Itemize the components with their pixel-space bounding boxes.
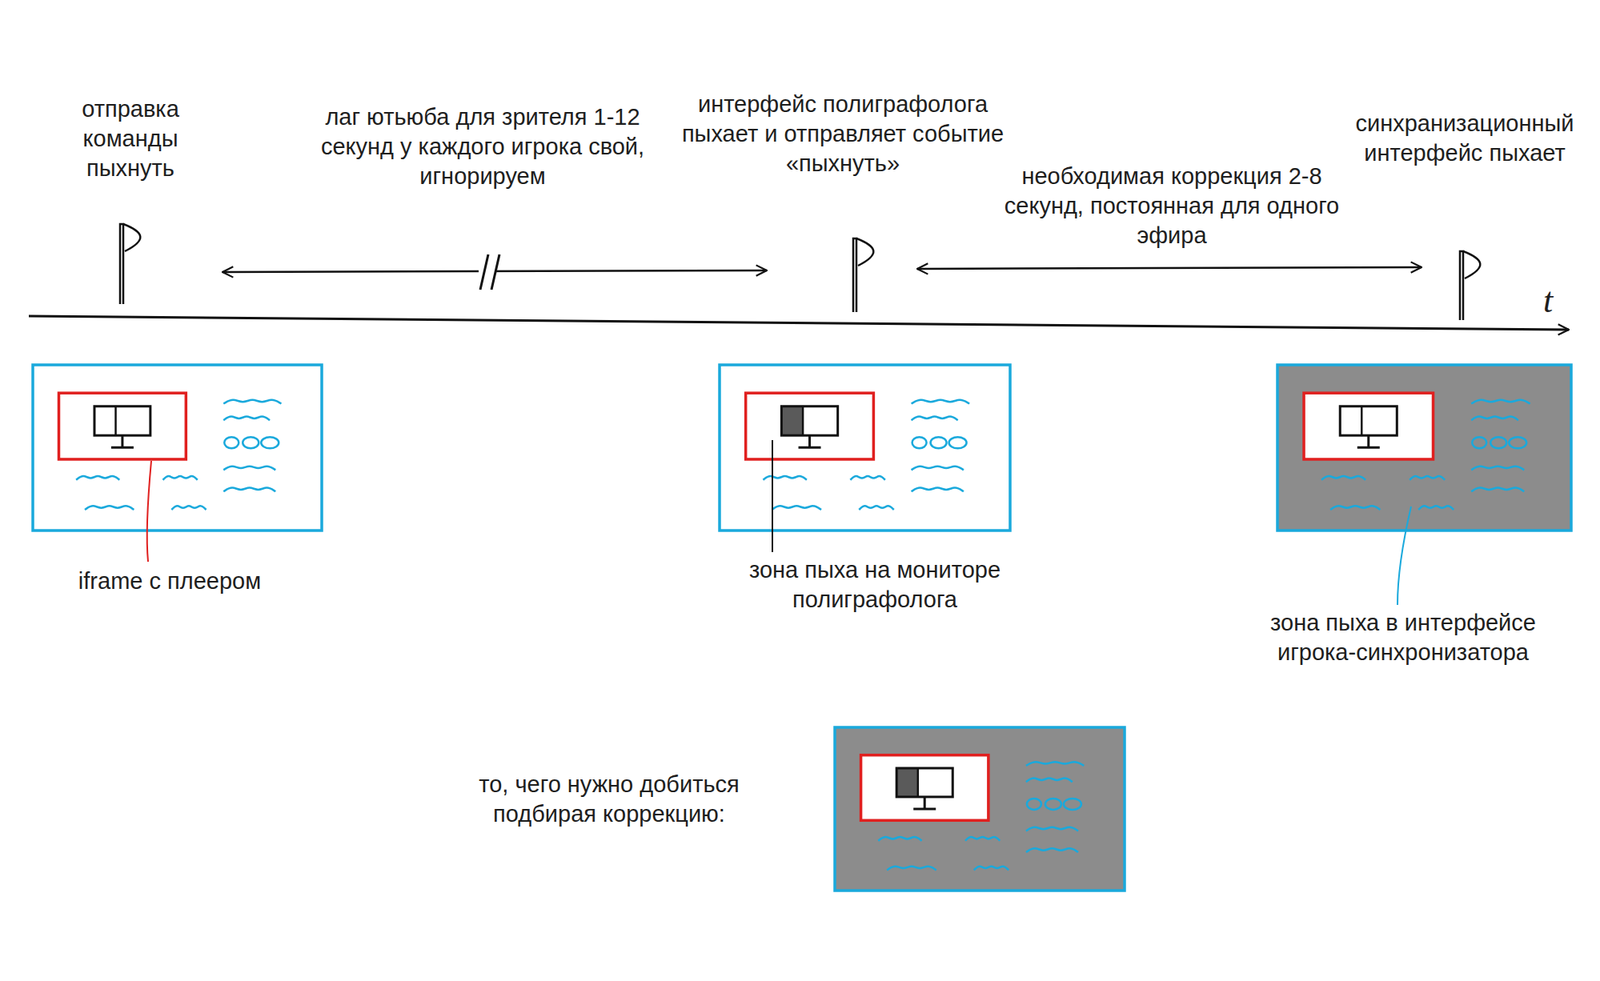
screen-sketch — [32, 364, 322, 531]
annotation: необходимая коррекция 2-8 секунд, постоя… — [1003, 161, 1340, 250]
flag — [1459, 251, 1480, 321]
screen-sketch — [719, 364, 1011, 531]
annotation: то, чего нужно добиться подбирая коррекц… — [433, 769, 786, 830]
leader-line — [771, 440, 774, 553]
flag — [853, 238, 874, 313]
correction-arrow — [917, 267, 1422, 269]
annotation: лаг ютьюба для зрителя 1-12 секунд у каж… — [294, 102, 671, 191]
break-mark — [480, 254, 500, 290]
leader-line — [1397, 506, 1412, 606]
flag — [120, 224, 141, 305]
annotation: iframe с плеером — [57, 566, 282, 597]
leader-line — [147, 461, 152, 562]
annotation: зона пыха на мониторе полиграфолога — [674, 555, 1075, 615]
time-axis — [28, 316, 1569, 330]
annotation: синхранизационный интерфейс пыхает — [1340, 108, 1589, 169]
screen-sketch — [1277, 364, 1572, 531]
axis-label: t — [1531, 278, 1564, 324]
annotation: интерфейс полиграфолога пыхает и отправл… — [658, 89, 1027, 178]
annotation: зона пыха в интерфейсе игрока-синхрониза… — [1235, 608, 1572, 668]
screen-sketch — [834, 727, 1125, 891]
annotation: отправка команды пыхнуть — [58, 94, 203, 183]
